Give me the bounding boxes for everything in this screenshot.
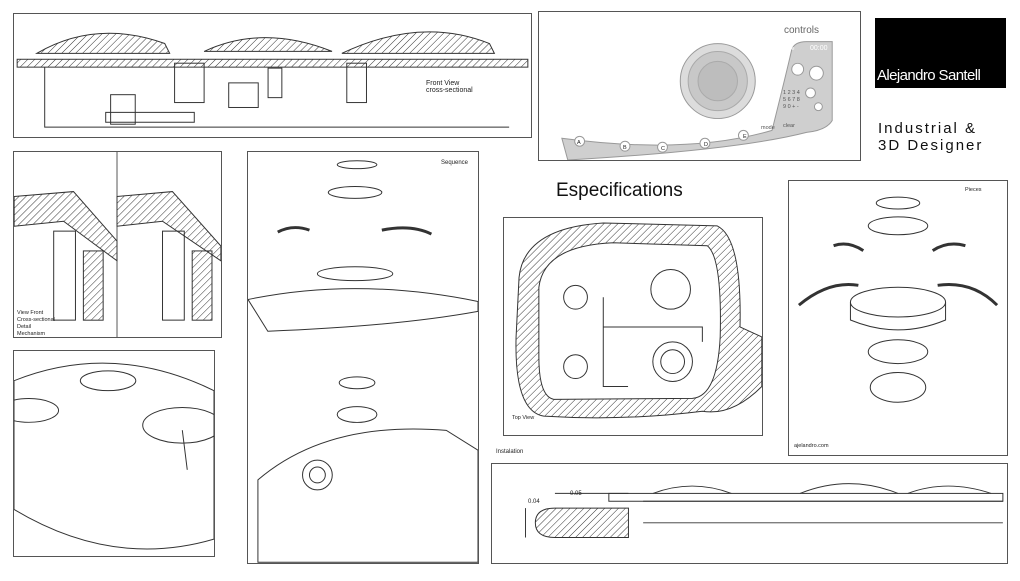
- subtitle-line-1: Industrial &: [878, 120, 978, 137]
- specifications-title: Especifications: [556, 180, 683, 201]
- subtitle-line-2: 3D Designer: [878, 137, 984, 154]
- burner-button-d[interactable]: D: [704, 142, 708, 148]
- installation-drawing: [525, 483, 1004, 539]
- sequence-label: Sequence: [441, 160, 469, 166]
- detail-drawing: [14, 152, 221, 337]
- top-view-label: Top View: [512, 415, 535, 421]
- dimension-height: 0.04: [528, 499, 540, 505]
- detail-label: View Front Cross-sectional Detail Mechan…: [17, 310, 55, 337]
- sequence-drawing: [248, 160, 478, 563]
- burner-button-a[interactable]: A: [577, 140, 581, 146]
- clear-button[interactable]: clear: [783, 123, 795, 129]
- dimension-width: 0.05: [570, 491, 582, 497]
- controls-drawing: [561, 41, 833, 160]
- detail-panel: View Front Cross-sectional Detail Mechan…: [13, 151, 222, 338]
- front-view-drawing: [16, 31, 529, 128]
- time-label: time: [784, 46, 795, 52]
- pieces-panel: Pieces ajelandro.com: [788, 180, 1008, 456]
- top-view-panel: Top View: [503, 217, 763, 436]
- logo-name: Alejandro Santell: [877, 67, 981, 84]
- mode-button[interactable]: mode: [761, 125, 775, 131]
- timer-display: 00:00: [810, 45, 828, 52]
- keypad-row-2[interactable]: 5 6 7 8: [783, 97, 800, 103]
- top-view-drawing: [515, 222, 762, 419]
- logo: Alejandro Santell: [875, 18, 1006, 88]
- sequence-panel: Sequence: [247, 151, 479, 564]
- burner-button-e[interactable]: E: [743, 134, 747, 140]
- website-label: ajelandro.com: [794, 443, 829, 449]
- keypad-row-1[interactable]: 1 2 3 4: [783, 90, 800, 96]
- pieces-label: Pieces: [965, 187, 982, 193]
- burner-button-c[interactable]: C: [661, 146, 665, 152]
- installation-title: Instalation: [496, 449, 524, 455]
- controls-panel: controls time 00:00 1 2 3 4 5 6 7 8 9 0 …: [538, 11, 861, 161]
- burner-button-b[interactable]: B: [623, 145, 627, 151]
- installation-panel: 0.04 0.05: [491, 463, 1008, 564]
- controls-title: controls: [784, 25, 820, 36]
- designer-title: Industrial & 3D Designer: [878, 120, 1018, 154]
- pieces-drawing: [797, 196, 999, 403]
- keypad-row-3[interactable]: 9 0 + -: [783, 104, 799, 110]
- perspective-panel: [13, 350, 215, 557]
- perspective-drawing: [14, 362, 214, 550]
